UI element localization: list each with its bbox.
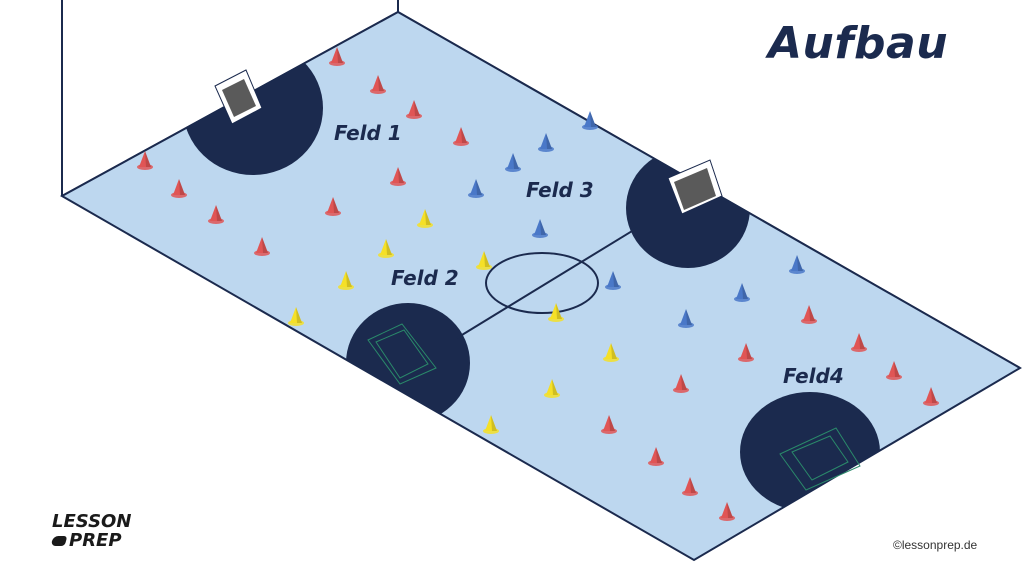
cone-icon: [605, 271, 621, 290]
cone-icon: [538, 133, 554, 152]
field-label-1: Feld 1: [334, 121, 402, 145]
cone-icon: [582, 111, 598, 130]
cone-icon: [370, 75, 386, 94]
cone-icon: [682, 477, 698, 496]
cone-icon: [678, 309, 694, 328]
cone-icon: [719, 502, 735, 521]
cone-icon: [851, 333, 867, 352]
cone-icon: [734, 283, 750, 302]
cone-icon: [468, 179, 484, 198]
cone-icon: [406, 100, 422, 119]
cone-icon: [886, 361, 902, 380]
cone-icon: [923, 387, 939, 406]
cone-icon: [603, 343, 619, 362]
logo-line-1: LESSON: [52, 511, 132, 532]
goal-bottom-left: [367, 323, 437, 385]
goal-top-right: [667, 159, 723, 215]
cone-icon: [505, 153, 521, 172]
cone-icon: [137, 151, 153, 170]
cone-icon: [171, 179, 187, 198]
cone-icon: [390, 167, 406, 186]
copyright-text: ©lessonprep.de: [893, 538, 978, 552]
goal-zone-bottom-left: [346, 303, 470, 423]
cone-icon: [544, 379, 560, 398]
cone-icon: [378, 239, 394, 258]
center-circle: [485, 252, 599, 314]
cone-icon: [548, 303, 564, 322]
cone-icon: [417, 209, 433, 228]
field-label-4: Feld4: [783, 364, 844, 388]
lessonprep-logo: LESSON PREP: [50, 511, 142, 551]
cone-icon: [789, 255, 805, 274]
cone-icon: [601, 415, 617, 434]
page-title: Aufbau: [768, 18, 949, 69]
cone-icon: [288, 307, 304, 326]
goal-zone-bottom-right: [740, 392, 880, 512]
cone-icon: [338, 271, 354, 290]
goal-bottom-right: [779, 427, 861, 491]
field-label-2: Feld 2: [391, 266, 459, 290]
ball-icon: [50, 536, 68, 546]
field-label-3: Feld 3: [526, 178, 594, 202]
cone-icon: [453, 127, 469, 146]
cone-icon: [801, 305, 817, 324]
cone-icon: [325, 197, 341, 216]
cone-icon: [673, 374, 689, 393]
cone-icon: [648, 447, 664, 466]
goal-top-left: [214, 69, 263, 125]
cone-icon: [254, 237, 270, 256]
cone-icon: [476, 251, 492, 270]
cones-layer: [137, 47, 939, 521]
cone-icon: [483, 415, 499, 434]
cone-icon: [532, 219, 548, 238]
cone-icon: [329, 47, 345, 66]
cone-icon: [738, 343, 754, 362]
logo-line-2: PREP: [50, 530, 142, 551]
logo-line-2-text: PREP: [69, 530, 122, 551]
center-line: [456, 227, 638, 339]
cone-icon: [208, 205, 224, 224]
